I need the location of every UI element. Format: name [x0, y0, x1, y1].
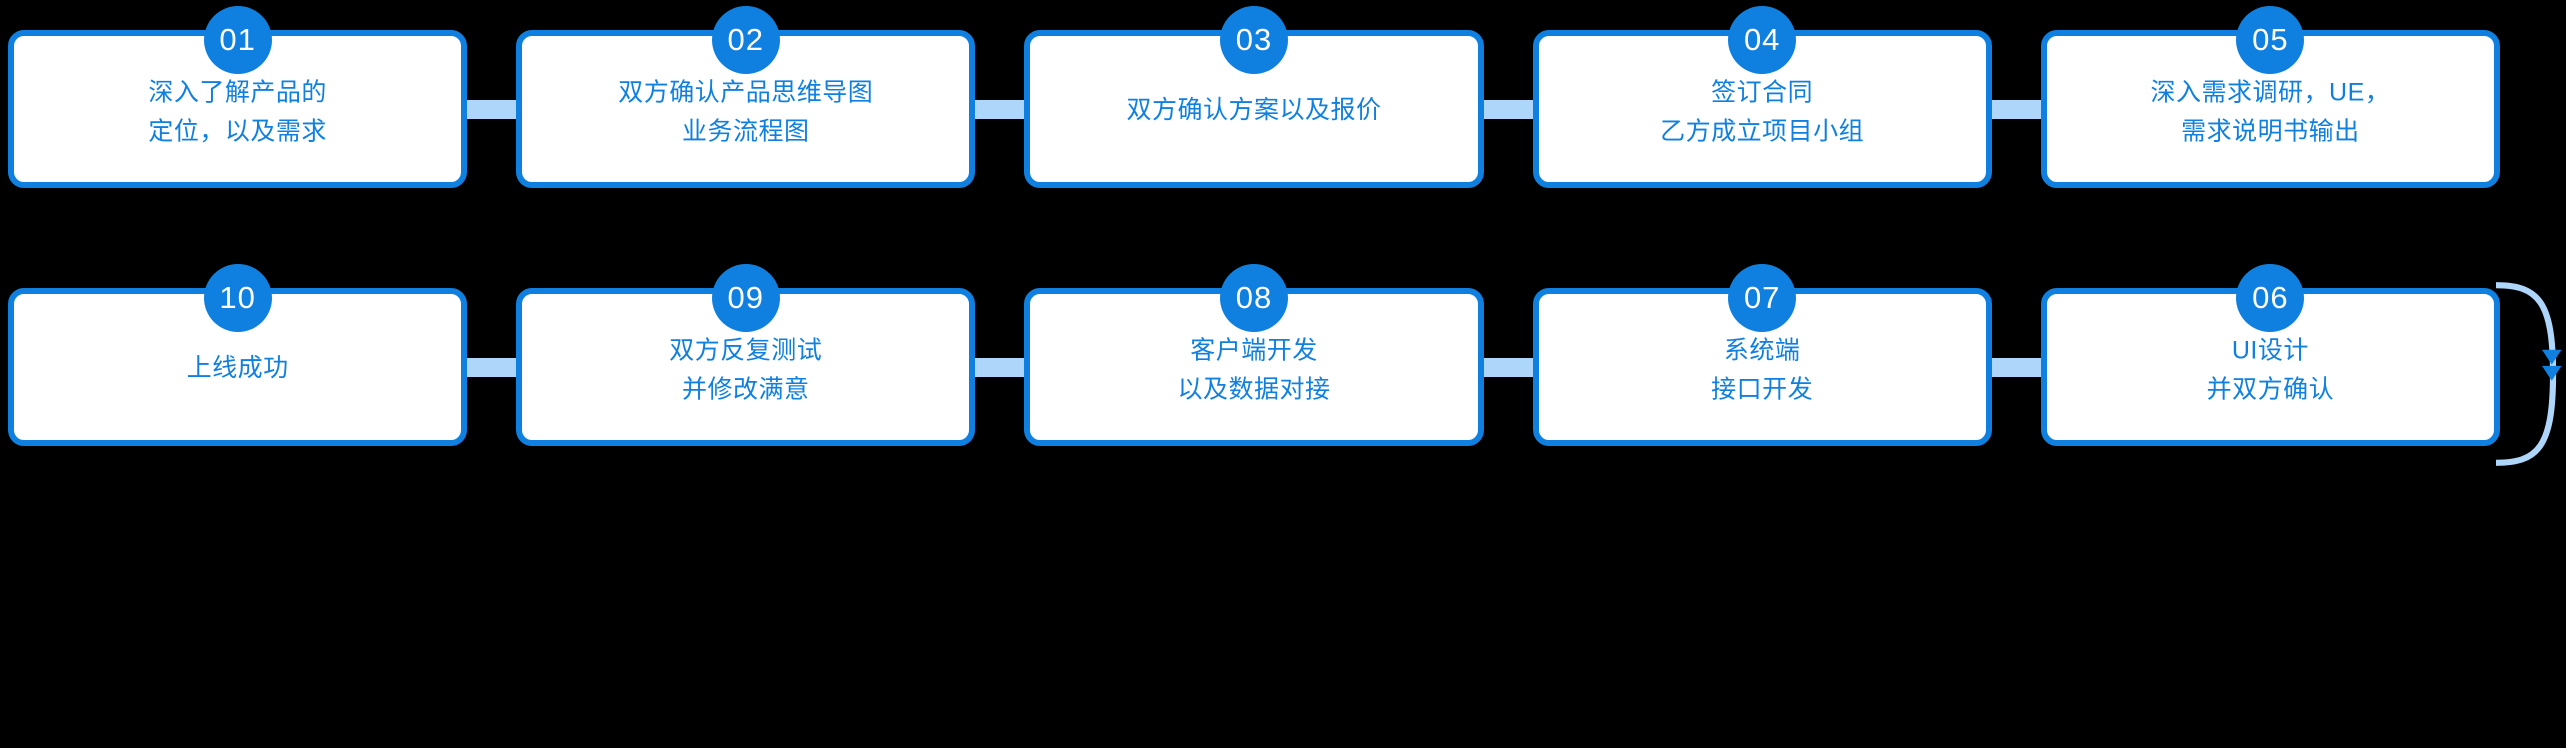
- step-number-badge-07: 07: [1728, 264, 1797, 332]
- step-label-09: 双方反复测试 并修改满意: [669, 336, 823, 404]
- step-box-01[interactable]: 01 深入了解产品的 定位，以及需求: [8, 6, 468, 188]
- step-label-06: UI设计 并双方确认: [2206, 336, 2335, 404]
- step-label-07: 系统端 接口开发: [1711, 336, 1814, 404]
- step-box-10[interactable]: 10 上线成功: [8, 264, 468, 446]
- step-box-06[interactable]: 06 UI设计 并双方确认: [2040, 264, 2500, 446]
- step-label-08: 客户端开发 以及数据对接: [1177, 336, 1331, 404]
- step-label-03: 双方确认方案以及报价: [1126, 96, 1382, 125]
- step-label-05: 深入需求调研，UE， 需求说明书输出: [2150, 78, 2391, 146]
- step-box-09[interactable]: 09 双方反复测试 并修改满意: [516, 264, 976, 446]
- connector-09-10: [465, 358, 519, 377]
- step-box-08[interactable]: 08 客户端开发 以及数据对接: [1024, 264, 1484, 446]
- step-number-badge-05: 05: [2236, 6, 2305, 74]
- connector-04-05: [1989, 100, 2043, 119]
- connector-06-07: [1989, 358, 2043, 377]
- step-label-10: 上线成功: [186, 354, 289, 383]
- step-number-badge-01: 01: [203, 6, 272, 74]
- step-number-badge-08: 08: [1219, 264, 1288, 332]
- step-box-04[interactable]: 04 签订合同 乙方成立项目小组: [1532, 6, 1992, 188]
- process-row-top: 01 深入了解产品的 定位，以及需求 02 双方确认产品思维导图 业务流程图 0…: [0, 0, 2566, 300]
- connector-03-04: [1481, 100, 1535, 119]
- step-label-04: 签订合同 乙方成立项目小组: [1660, 78, 1865, 146]
- connector-01-02: [465, 100, 519, 119]
- step-number-badge-03: 03: [1219, 6, 1288, 74]
- step-number-badge-04: 04: [1728, 6, 1797, 74]
- connector-07-08: [1481, 358, 1535, 377]
- step-label-01: 深入了解产品的 定位，以及需求: [148, 78, 327, 146]
- step-box-05[interactable]: 05 深入需求调研，UE， 需求说明书输出: [2040, 6, 2500, 188]
- step-box-03[interactable]: 03 双方确认方案以及报价: [1024, 6, 1484, 188]
- step-label-02: 双方确认产品思维导图 业务流程图: [618, 78, 874, 146]
- connector-08-09: [973, 358, 1027, 377]
- step-box-02[interactable]: 02 双方确认产品思维导图 业务流程图: [516, 6, 976, 188]
- step-number-badge-02: 02: [711, 6, 780, 74]
- step-box-07[interactable]: 07 系统端 接口开发: [1532, 264, 1992, 446]
- process-row-bottom: 10 上线成功 09 双方反复测试 并修改满意 08 客户端开发 以及数据对接 …: [0, 258, 2566, 558]
- step-number-badge-06: 06: [2236, 264, 2305, 332]
- connector-02-03: [973, 100, 1027, 119]
- step-number-badge-10: 10: [203, 264, 272, 332]
- step-number-badge-09: 09: [711, 264, 780, 332]
